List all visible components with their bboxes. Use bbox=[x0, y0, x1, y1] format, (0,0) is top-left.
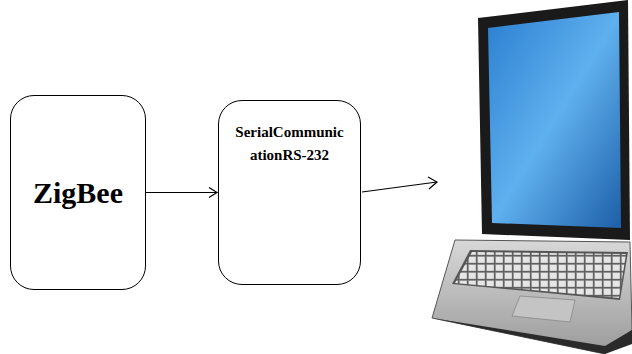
box-label: SerialCommunic ationRS-232 bbox=[225, 121, 354, 166]
output-arrow bbox=[362, 177, 437, 192]
box-label: ZigBee bbox=[33, 170, 123, 215]
process-box: SerialCommunic ationRS-232 bbox=[218, 100, 361, 285]
flow-arrow bbox=[146, 188, 217, 198]
process-box: ZigBee bbox=[10, 95, 146, 290]
